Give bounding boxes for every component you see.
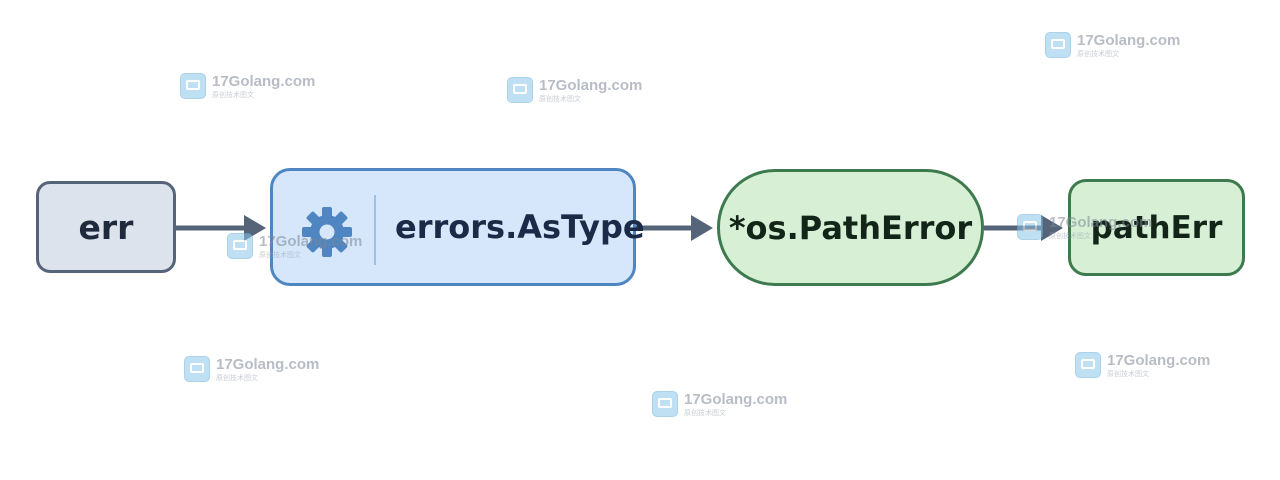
node-os-patherror: *os.PathError [717,169,984,286]
node-os-patherror-label: *os.PathError [728,208,973,247]
arrow-head-3 [1041,215,1063,241]
node-err-label: err [78,207,134,247]
node-patherr-label: pathErr [1090,209,1223,246]
gear-icon [302,207,352,257]
node-errors-astype-label: errors.AsType [395,208,645,246]
node-divider [374,195,376,265]
arrow-head-2 [691,215,713,241]
arrow-head-1 [244,215,266,241]
node-patherr: pathErr [1068,179,1245,276]
node-err: err [36,181,176,273]
node-errors-astype: errors.AsType [270,168,645,286]
